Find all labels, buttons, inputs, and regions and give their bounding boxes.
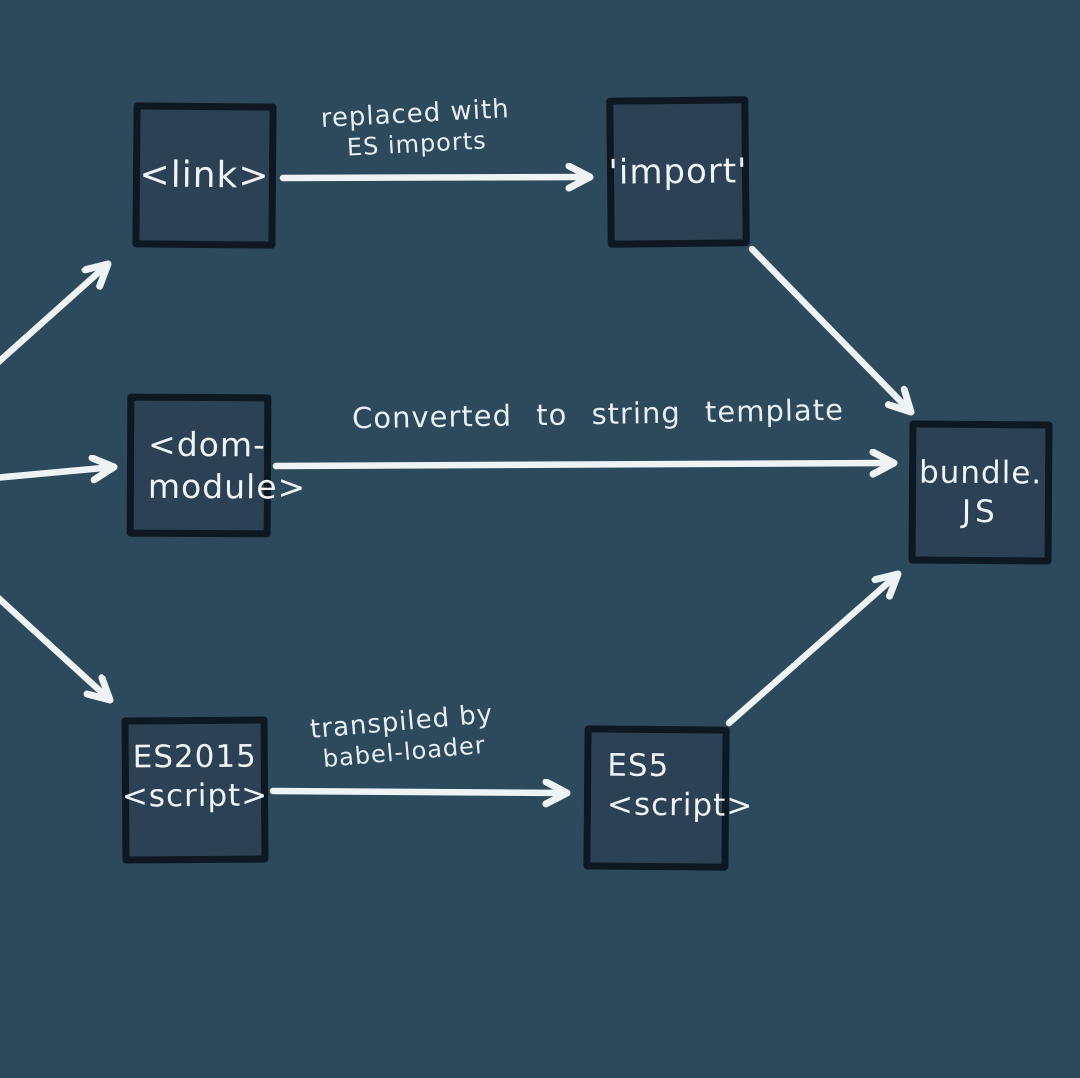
node-dom-module-label-line2: module> [147,466,307,507]
node-es5-label-line2: <script> [606,786,754,824]
node-bundle-js-label-line2: JS [961,493,999,530]
edge-offscreen-to-link [0,264,108,365]
node-es2015-label-line1: ES2015 [132,738,257,776]
edge-label-transpiled-by-babel-loader: transpiled by babel-loader [296,699,510,777]
node-dom-module: <dom- module> [126,393,306,538]
edge-import-to-bundle [748,245,911,412]
edge-es5-to-bundle [725,574,898,727]
node-link: <link> [132,102,277,249]
node-import: 'import' [606,96,750,248]
node-bundle-js-label-line1: bundle. [918,454,1043,492]
node-es5-script: ES5 <script> [583,725,753,871]
node-dom-module-label-line1: <dom- [148,424,267,465]
node-bundle-js: bundle. JS [908,420,1053,565]
node-es2015-label-line2: <script> [121,777,269,815]
node-es2015-script: ES2015 <script> [121,716,269,864]
edge-label-converted-to-string-template: Converted to string template [348,392,849,436]
edge-es2015-to-es5 [269,791,567,793]
node-link-label: <link> [139,154,270,197]
edge-dom-module-to-bundle [272,463,894,466]
edge-label-converted-line1: Converted to string template [351,392,845,436]
edge-label-replaced-line2: ES imports [346,126,488,162]
edge-offscreen-to-dom-module [0,467,114,478]
edge-offscreen-to-es2015 [0,595,110,700]
node-es5-label-line1: ES5 [607,747,670,785]
node-import-label: 'import' [608,151,748,193]
edge-link-to-import [279,177,590,178]
edge-label-replaced-with-es-imports: replaced with ES imports [295,94,538,166]
